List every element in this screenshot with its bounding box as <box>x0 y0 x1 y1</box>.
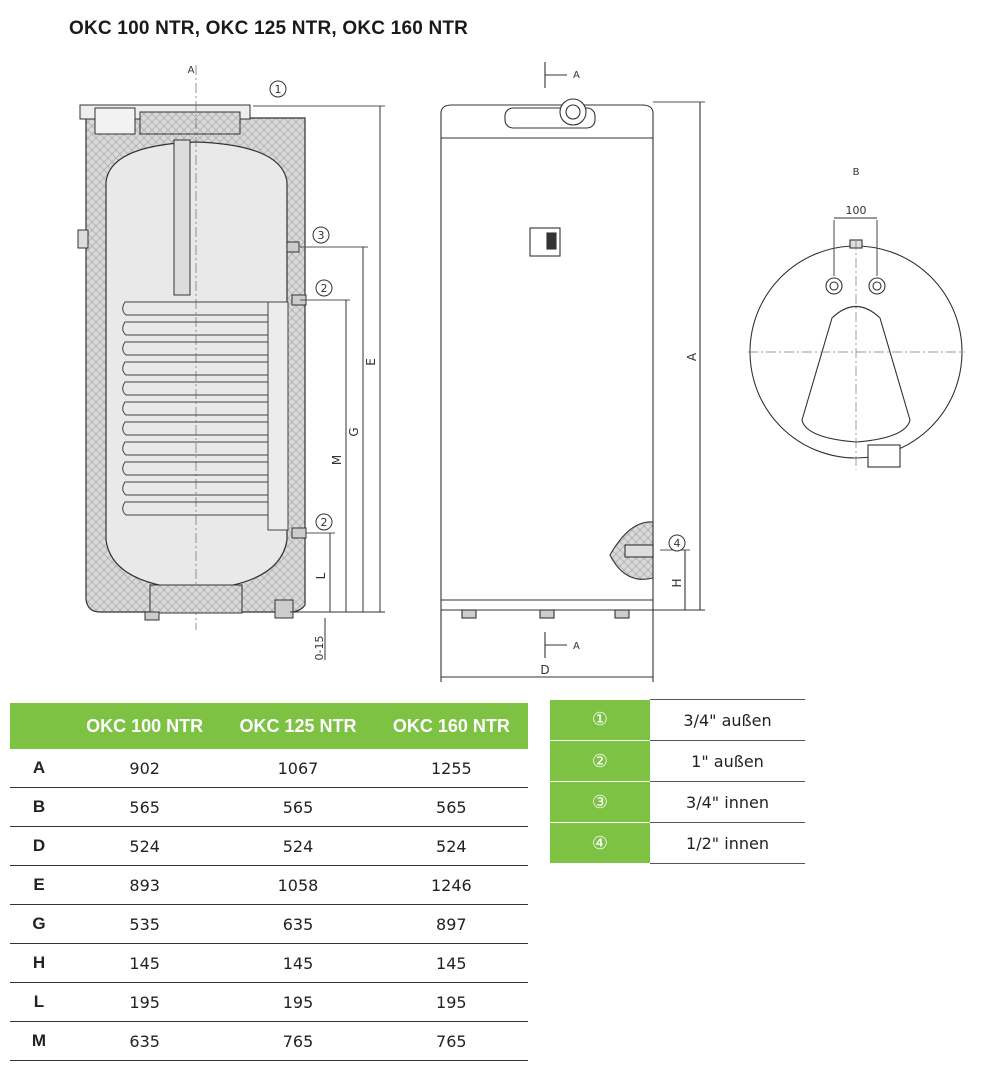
table-cell: 565 <box>221 787 375 827</box>
table-cell: 565 <box>68 787 222 827</box>
connection-symbol: ③ <box>550 781 650 823</box>
table-row: H 145 145 145 <box>10 943 528 983</box>
row-label: E <box>10 865 68 905</box>
front-view-labels: A A 4 A H D <box>540 70 699 677</box>
section-a-marker-bottom: A <box>573 641 580 652</box>
technical-drawing: 1 3 2 2 A E G M L 0-15 <box>77 62 965 682</box>
table-row: ④ 1/2" innen <box>550 822 805 864</box>
row-label: H <box>10 943 68 983</box>
table-row: D 524 524 524 <box>10 826 528 866</box>
connection-description: 1/2" innen <box>650 822 805 864</box>
table-cell: 535 <box>68 904 222 944</box>
table-cell: 635 <box>68 1021 222 1061</box>
table-cell: 1246 <box>374 865 528 905</box>
table-row: ② 1" außen <box>550 740 805 782</box>
top-view <box>748 217 965 470</box>
table-header-okc160: OKC 160 NTR <box>374 703 528 749</box>
table-cell: 195 <box>221 982 375 1022</box>
dim-100-label: 100 <box>846 204 867 217</box>
dim-d-label: D <box>540 663 549 677</box>
table-cell: 145 <box>221 943 375 983</box>
front-view <box>440 62 705 682</box>
connection-symbol: ② <box>550 740 650 782</box>
connection-table: ① 3/4" außen ② 1" außen ③ 3/4" innen ④ 1… <box>550 699 805 864</box>
row-label: D <box>10 826 68 866</box>
table-cell: 1058 <box>221 865 375 905</box>
dim-015-label: 0-15 <box>313 636 326 661</box>
dim-e-label: E <box>364 358 378 366</box>
connection-description: 1" außen <box>650 740 805 782</box>
table-cell: 524 <box>374 826 528 866</box>
table-cell: 145 <box>374 943 528 983</box>
connection-description: 3/4" außen <box>650 699 805 741</box>
section-b-label: B <box>853 167 860 178</box>
section-a-top: A <box>188 65 195 76</box>
callout-4: 4 <box>674 537 681 550</box>
connection-symbol: ① <box>550 699 650 741</box>
table-row: E 893 1058 1246 <box>10 865 528 905</box>
table-row: L 195 195 195 <box>10 982 528 1022</box>
row-label: L <box>10 982 68 1022</box>
top-view-labels: B 100 <box>846 167 867 217</box>
table-row: M 635 765 765 <box>10 1021 528 1061</box>
dimension-table: OKC 100 NTR OKC 125 NTR OKC 160 NTR A 90… <box>10 703 528 1061</box>
heat-exchanger-coil <box>122 301 289 531</box>
table-cell: 195 <box>374 982 528 1022</box>
table-cell: 893 <box>68 865 222 905</box>
table-cell: 1067 <box>221 749 375 788</box>
callout-2a: 2 <box>321 282 328 295</box>
dim-m-label: M <box>330 455 344 465</box>
section-a-marker-top: A <box>573 70 580 81</box>
page-title: OKC 100 NTR, OKC 125 NTR, OKC 160 NTR <box>69 18 469 39</box>
table-row: G 535 635 897 <box>10 904 528 944</box>
callouts-section: 1 3 2 2 A <box>188 65 333 531</box>
dim-a-label: A <box>685 352 699 361</box>
table-cell: 145 <box>68 943 222 983</box>
dimension-table-header: OKC 100 NTR OKC 125 NTR OKC 160 NTR <box>10 703 528 749</box>
table-cell: 765 <box>374 1021 528 1061</box>
table-cell: 897 <box>374 904 528 944</box>
table-cell: 765 <box>221 1021 375 1061</box>
table-cell: 635 <box>221 904 375 944</box>
table-cell: 565 <box>374 787 528 827</box>
dim-l-label: L <box>314 572 328 579</box>
table-header-empty <box>10 703 68 749</box>
table-row: ③ 3/4" innen <box>550 781 805 823</box>
dim-g-label: G <box>347 427 361 436</box>
section-view <box>77 65 385 660</box>
table-row: ① 3/4" außen <box>550 699 805 741</box>
table-cell: 195 <box>68 982 222 1022</box>
connection-description: 3/4" innen <box>650 781 805 823</box>
dimension-labels-section: E G M L 0-15 <box>313 358 378 660</box>
row-label: G <box>10 904 68 944</box>
table-row: A 902 1067 1255 <box>10 749 528 788</box>
table-header-okc125: OKC 125 NTR <box>221 703 375 749</box>
table-header-okc100: OKC 100 NTR <box>68 703 222 749</box>
row-label: B <box>10 787 68 827</box>
table-cell: 524 <box>68 826 222 866</box>
table-cell: 1255 <box>374 749 528 788</box>
callout-3: 3 <box>318 229 325 242</box>
table-cell: 902 <box>68 749 222 788</box>
row-label: A <box>10 749 68 788</box>
dim-h-label: H <box>670 578 684 587</box>
connection-symbol: ④ <box>550 822 650 864</box>
table-cell: 524 <box>221 826 375 866</box>
table-row: B 565 565 565 <box>10 787 528 827</box>
row-label: M <box>10 1021 68 1061</box>
callout-1: 1 <box>275 83 282 96</box>
callout-2b: 2 <box>321 516 328 529</box>
